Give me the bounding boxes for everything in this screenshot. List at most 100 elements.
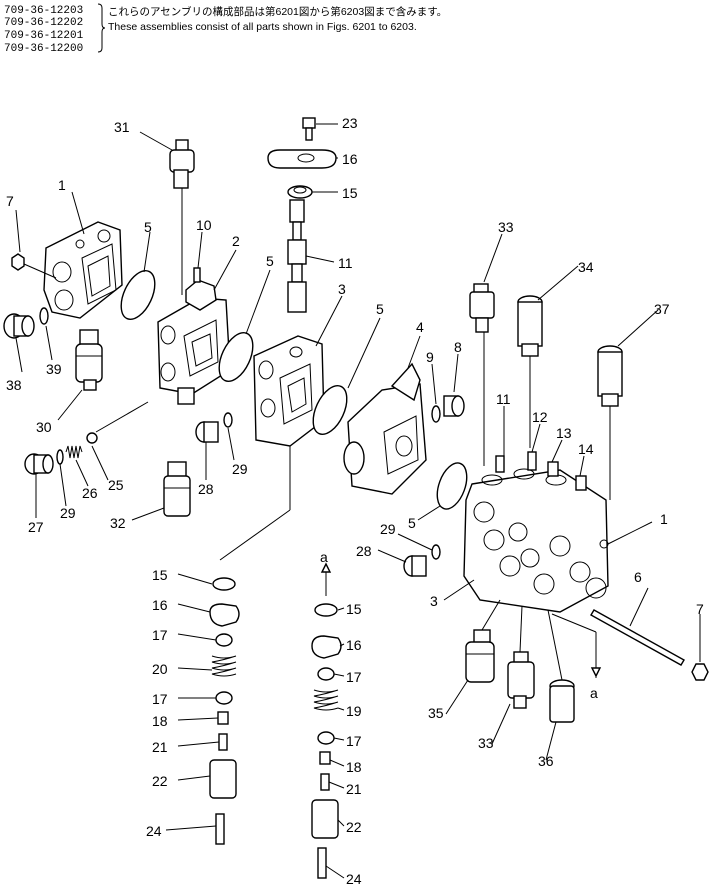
callout-1: 1 [58, 177, 66, 193]
plug-27 [24, 453, 54, 475]
callout-5: 5 [144, 219, 152, 235]
callout-6: 6 [634, 569, 642, 585]
callout-33: 33 [498, 219, 514, 235]
plug-28-right [403, 555, 427, 577]
callout-17: 17 [152, 691, 168, 707]
part-number-2: 709-36-12202 [4, 17, 83, 29]
callout-15: 15 [346, 601, 362, 617]
callout-16: 16 [346, 637, 362, 653]
callout-39: 39 [46, 361, 62, 377]
callout-27: 27 [28, 519, 44, 535]
plug-8 [443, 395, 465, 417]
screw-21-left [218, 733, 228, 751]
callout-33: 33 [478, 735, 494, 751]
ball-25 [86, 432, 98, 444]
callout-15: 15 [342, 185, 358, 201]
callout-17: 17 [346, 733, 362, 749]
callout-19: 19 [346, 703, 362, 719]
seat-17-left-b [215, 691, 233, 705]
cap-22-left [209, 759, 237, 799]
callout-31: 31 [114, 119, 130, 135]
callout-28: 28 [198, 481, 214, 497]
plug-38 [3, 313, 35, 339]
callout-9: 9 [426, 349, 434, 365]
o-ring-5-right [312, 385, 348, 435]
callout-15: 15 [152, 567, 168, 583]
valve-30 [75, 329, 103, 391]
callout-12: 12 [532, 409, 548, 425]
part-number-4: 709-36-12200 [4, 43, 83, 55]
callout-18: 18 [152, 713, 168, 729]
callout-18: 18 [346, 759, 362, 775]
o-ring-9 [431, 405, 441, 423]
callout-7: 7 [6, 193, 14, 209]
callout-38: 38 [6, 377, 22, 393]
seal-15-middle [314, 603, 338, 617]
callout-5: 5 [408, 515, 416, 531]
valve-33-top [469, 283, 495, 333]
part-number-3: 709-36-12201 [4, 30, 84, 42]
section-3 [253, 335, 325, 447]
o-ring-5-left [120, 270, 156, 320]
note-english: These assemblies consist of all parts sh… [108, 21, 417, 33]
callout-37: 37 [654, 301, 670, 317]
o-ring-39 [39, 307, 49, 325]
callout-17: 17 [346, 669, 362, 685]
callout-16: 16 [342, 151, 358, 167]
o-ring-29-right [431, 544, 441, 560]
spool-11 [287, 199, 307, 313]
callout-29: 29 [232, 461, 248, 477]
o-ring-5-lower [436, 462, 468, 510]
callout-1: 1 [660, 511, 668, 527]
bolt-7-left [11, 253, 25, 271]
callout-22: 22 [346, 819, 362, 835]
tie-bolt-6 [590, 609, 685, 666]
cap-22-middle [311, 799, 339, 839]
poppet-18-middle [319, 751, 331, 765]
spring-19 [313, 689, 339, 711]
o-ring-29-left [56, 449, 64, 465]
valve-34 [517, 295, 543, 357]
callout-29: 29 [60, 505, 76, 521]
callout-24: 24 [146, 823, 162, 839]
poppet-18-left [217, 711, 229, 725]
callout-3: 3 [430, 593, 438, 609]
callout-21: 21 [152, 739, 168, 755]
seal-15-left [212, 577, 236, 591]
callout-23: 23 [342, 115, 358, 131]
flange-16-top [267, 149, 337, 169]
callout-4: 4 [416, 319, 424, 335]
nut-7-right [691, 663, 709, 681]
seat-17-middle-b [317, 731, 335, 745]
callout-29: 29 [380, 521, 396, 537]
leader-lines [15, 123, 701, 879]
callout-30: 30 [36, 419, 52, 435]
seat-17-left-a [215, 633, 233, 647]
screw-21-middle [320, 773, 330, 791]
callout-36: 36 [538, 753, 554, 769]
valve-32 [163, 461, 191, 517]
callout-26: 26 [82, 485, 98, 501]
plug-28-left [195, 421, 219, 443]
section-4 [343, 362, 427, 495]
callout-20: 20 [152, 661, 168, 677]
valve-37 [597, 345, 623, 407]
valve-35 [465, 629, 495, 683]
note-japanese: これらのアセンブリの構成部品は第6201図から第6203図まで含みます。 [108, 5, 447, 18]
spring-26 [65, 445, 83, 459]
callout-22: 22 [152, 773, 168, 789]
bolt-23 [302, 117, 316, 141]
callout-13: 13 [556, 425, 572, 441]
stack-middle [311, 562, 342, 879]
valve-33-bottom [507, 651, 535, 709]
seal-15-top [287, 185, 313, 199]
callout-8: 8 [454, 339, 462, 355]
section-2 [157, 267, 231, 405]
flange-16-left [209, 603, 240, 627]
bolt-24-left [215, 813, 225, 845]
callout-a: a [590, 685, 598, 701]
callout-11: 11 [496, 391, 511, 407]
callout-28: 28 [356, 543, 372, 559]
cover-plate-left [43, 221, 123, 319]
